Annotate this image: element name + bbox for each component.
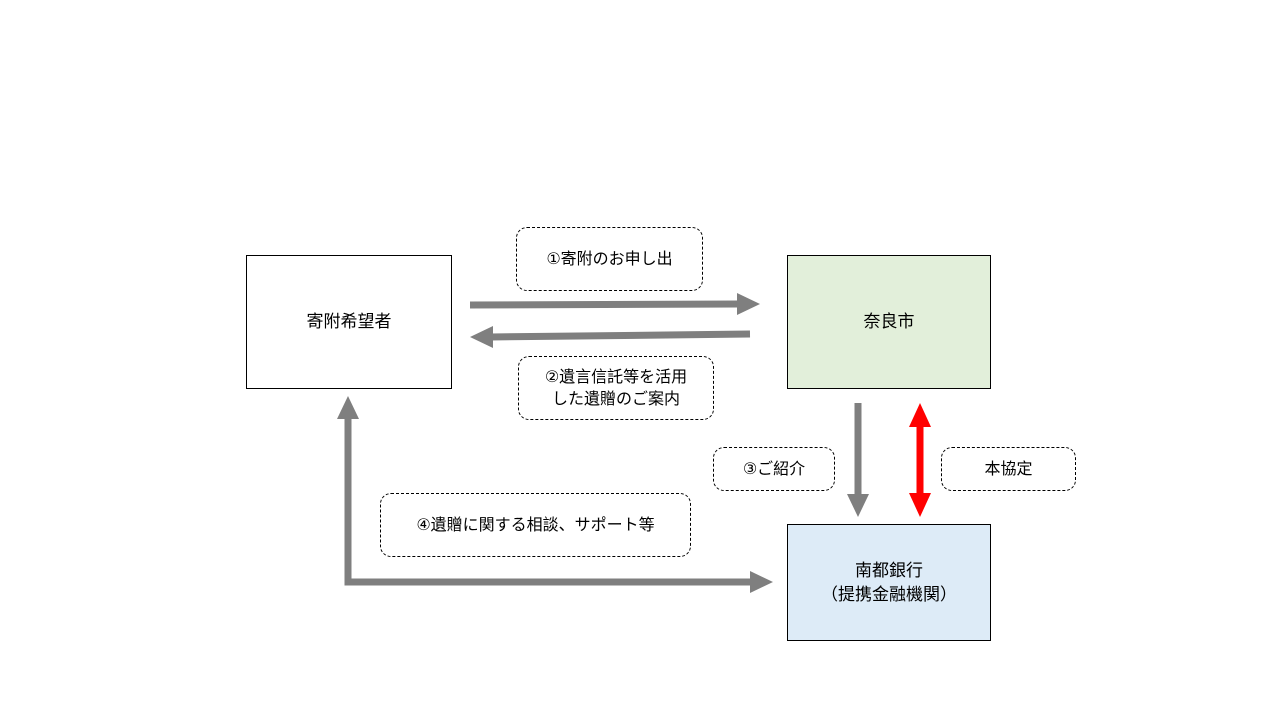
arrow-agreement [909, 403, 931, 517]
bank-role-label: （提携金融機関） [821, 584, 957, 605]
arrow-bank-donor-elbow [337, 396, 773, 593]
bank-box: 南都銀行 （提携金融機関） [787, 524, 991, 641]
step3-label-box: ③ご紹介 [713, 447, 835, 491]
arrow-city-to-bank [847, 403, 869, 517]
step4-label-box: ④遺贈に関する相談、サポート等 [380, 493, 691, 557]
step2-label-line2: した遺贈のご案内 [551, 389, 680, 408]
nara-city-label: 奈良市 [863, 312, 915, 332]
bank-name-label: 南都銀行 [855, 560, 923, 581]
agreement-label-box: 本協定 [941, 447, 1076, 491]
arrow-donor-to-city [469, 293, 760, 315]
nara-city-box: 奈良市 [787, 255, 991, 389]
donor-label: 寄附希望者 [306, 312, 392, 332]
donor-box: 寄附希望者 [246, 255, 452, 389]
step1-label-box: ①寄附のお申し出 [516, 227, 703, 291]
arrow-city-to-donor [470, 326, 751, 348]
step1-label: ①寄附のお申し出 [546, 249, 673, 268]
agreement-label: 本協定 [984, 459, 1033, 478]
step2-label-line1: ②遺言信託等を活用 [544, 367, 688, 386]
step2-label-box: ②遺言信託等を活用 した遺贈のご案内 [518, 356, 714, 420]
step4-label: ④遺贈に関する相談、サポート等 [416, 515, 655, 534]
step3-label: ③ご紹介 [742, 459, 806, 478]
